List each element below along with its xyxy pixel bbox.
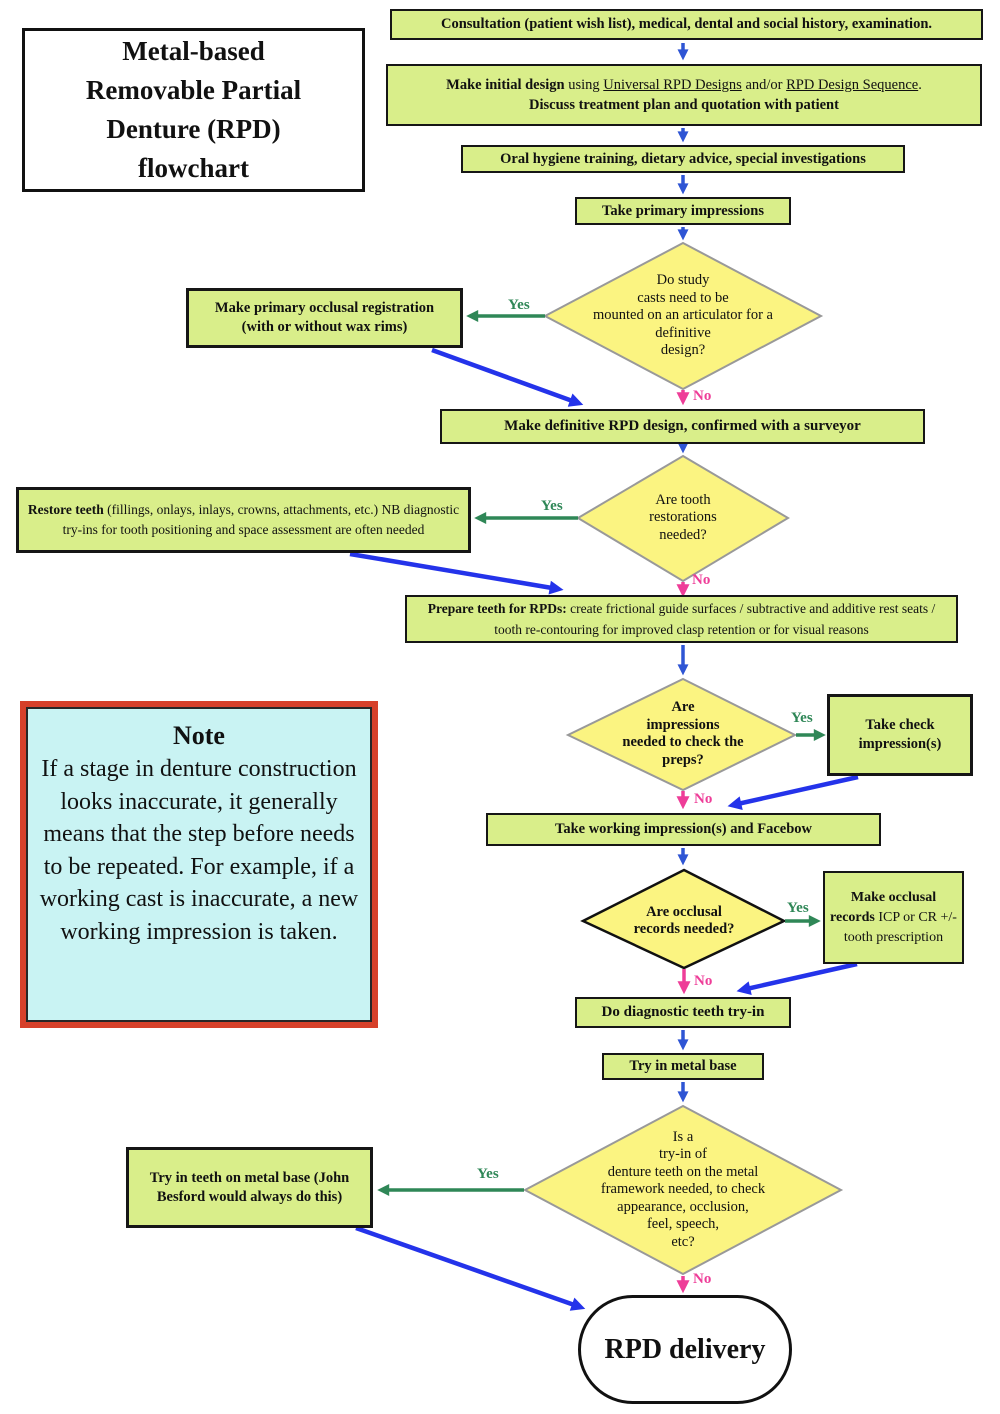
- decision-study-casts-text: Do study casts need to be mounted on an …: [593, 272, 773, 359]
- step-prepare-teeth: Prepare teeth for RPDs: create frictiona…: [405, 595, 958, 643]
- note-title: Note: [173, 721, 225, 750]
- decision-restorations-diamond: [576, 454, 790, 583]
- yes-label-impressions: Yes: [791, 710, 813, 726]
- step-diagnostic-teeth-tryin: Do diagnostic teeth try-in: [575, 997, 791, 1028]
- step-definitive-design: Make definitive RPD design, confirmed wi…: [440, 409, 925, 444]
- step-take-check-impression: Take check impression(s): [827, 694, 973, 776]
- note-body: If a stage in denture construction looks…: [39, 756, 359, 945]
- no-label-restorations: No: [692, 572, 711, 588]
- decision-study-casts-diamond: [542, 241, 824, 391]
- step-initial-design: Make initial design using Universal RPD …: [386, 64, 982, 126]
- step-make-occlusal-records: Make occlusal records ICP or CR +/- toot…: [823, 871, 964, 964]
- decision-impressions-text: Are impressions needed to check the prep…: [622, 699, 744, 768]
- terminal-rpd-delivery: RPD delivery: [578, 1295, 792, 1404]
- link-rpd-design-sequence[interactable]: RPD Design Sequence: [786, 77, 919, 93]
- arrow-occlusal-records-to-diagnostic: [736, 961, 858, 995]
- decision-impressions-diamond: [565, 677, 798, 792]
- step-restore-teeth: Restore teeth (fillings, onlays, inlays,…: [16, 487, 471, 553]
- step-working-impression: Take working impression(s) and Facebow: [486, 813, 881, 846]
- occlusal-records-text: Make occlusal records ICP or CR +/- toot…: [830, 889, 957, 945]
- step-try-teeth-on-metal-base: Try in teeth on metal base (John Besford…: [126, 1147, 373, 1228]
- decision-restorations-text: Are tooth restorations needed?: [649, 491, 717, 543]
- flowchart-title: Metal-based Removable Partial Denture (R…: [22, 28, 365, 192]
- prepare-teeth-text: Prepare teeth for RPDs: create frictiona…: [427, 601, 936, 637]
- arrow-primary-occlusal-to-definitive: [431, 347, 584, 407]
- decision-occlusal-text: Are occlusal records needed?: [633, 903, 735, 938]
- no-label-impressions: No: [694, 791, 713, 807]
- initial-design-line2: Discuss treatment plan and quotation wit…: [529, 97, 839, 113]
- no-label-study-casts: No: [693, 388, 712, 404]
- yes-label-occlusal: Yes: [787, 900, 809, 916]
- step-try-metal-base: Try in metal base: [602, 1053, 764, 1080]
- decision-tryin-diamond: [522, 1104, 844, 1276]
- step-primary-impressions: Take primary impressions: [575, 197, 791, 225]
- no-label-tryin: No: [693, 1271, 712, 1287]
- yes-label-restorations: Yes: [541, 498, 563, 514]
- yes-label-study-casts: Yes: [508, 297, 530, 313]
- no-label-occlusal: No: [694, 973, 713, 989]
- decision-occlusal-diamond: [580, 868, 787, 970]
- step-primary-occlusal-registration: Make primary occlusal registration (with…: [186, 288, 463, 348]
- decision-tryin-text: Is a try-in of denture teeth on the meta…: [600, 1128, 766, 1250]
- step-oral-hygiene: Oral hygiene training, dietary advice, s…: [461, 145, 905, 173]
- arrow-restore-to-prepare: [349, 551, 564, 595]
- initial-design-line1: Make initial design using Universal RPD …: [446, 77, 922, 93]
- arrow-teeth-metal-to-delivery: [355, 1225, 586, 1311]
- note-callout: Note If a stage in denture construction …: [20, 701, 378, 1028]
- link-universal-rpd-designs[interactable]: Universal RPD Designs: [603, 77, 742, 93]
- yes-label-tryin: Yes: [477, 1166, 499, 1182]
- restore-teeth-text: Restore teeth (fillings, onlays, inlays,…: [27, 502, 460, 537]
- step-consultation: Consultation (patient wish list), medica…: [390, 9, 983, 40]
- arrow-check-impression-to-working: [727, 774, 859, 810]
